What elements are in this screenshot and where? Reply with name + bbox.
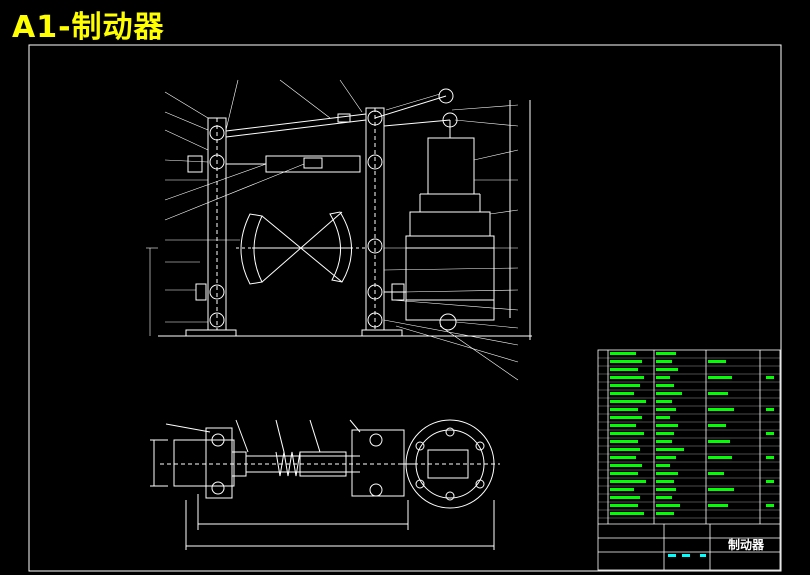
front-view [158, 88, 532, 340]
parts-list [597, 349, 781, 571]
plan-view [150, 419, 500, 550]
title-block-drawing-name: 制动器 [727, 538, 764, 552]
drawing-border [28, 44, 782, 572]
page-title: A1-制动器 [12, 10, 165, 45]
front-view-leaders [146, 79, 519, 381]
